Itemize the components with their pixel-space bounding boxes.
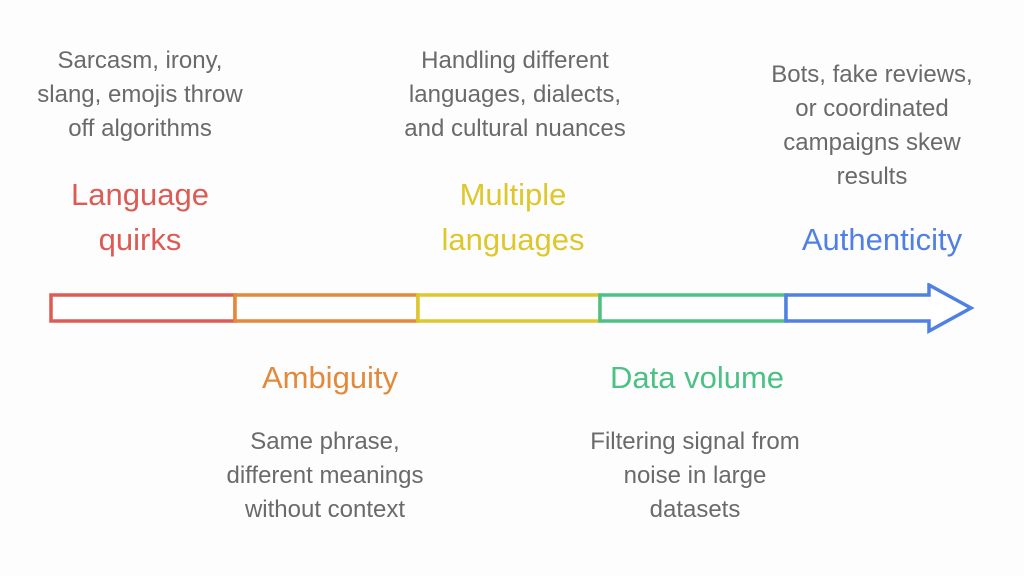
authenticity-label: Authenticity	[801, 222, 963, 257]
ambiguity-description: Same phrase, different meanings without …	[226, 428, 424, 523]
data-volume-label: Data volume	[609, 360, 785, 395]
language-quirks-label: Language quirks	[71, 177, 209, 257]
language-quirks-description: Sarcasm, irony, slang, emojis throw off …	[37, 47, 243, 142]
multiple-languages-description: Handling different languages, dialects, …	[404, 47, 626, 142]
multiple-languages-label: Multiple languages	[441, 177, 585, 257]
data-volume-description: Filtering signal from noise in large dat…	[590, 428, 800, 523]
timeline-arrow	[49, 283, 975, 334]
arrow-segment-authenticity-arrowhead	[784, 283, 975, 334]
arrow-segment-data-volume	[598, 293, 788, 323]
ambiguity-label: Ambiguity	[261, 360, 399, 395]
authenticity-description: Bots, fake reviews, or coordinated campa…	[771, 61, 973, 190]
arrow-segment-multiple-languages	[416, 293, 602, 323]
arrow-segment-language-quirks	[49, 293, 237, 323]
arrow-segment-ambiguity	[233, 293, 420, 323]
